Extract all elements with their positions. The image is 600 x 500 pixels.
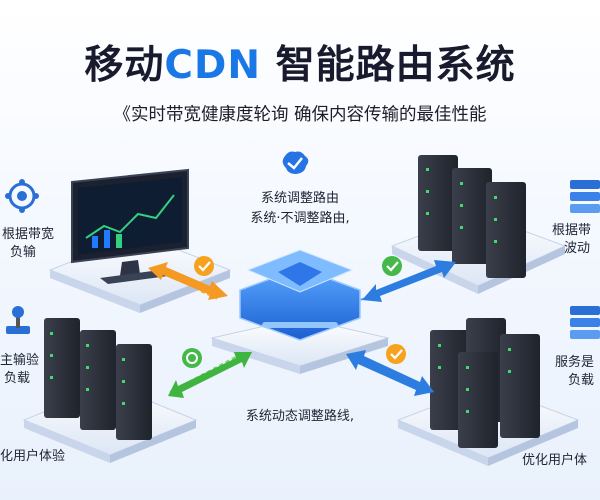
check-badge-right-bottom-icon bbox=[386, 344, 406, 364]
central-router-hub bbox=[210, 249, 390, 374]
green-double-arrow bbox=[168, 352, 252, 398]
refresh-badge-green-icon bbox=[182, 348, 202, 368]
joystick-icon bbox=[6, 306, 30, 334]
stack-layers-icon-top bbox=[570, 180, 600, 213]
left-label-load: 负载 bbox=[4, 371, 31, 386]
right-label-fluctuation: 波动 bbox=[564, 241, 591, 256]
orange-double-arrow bbox=[148, 262, 228, 300]
blue-double-arrow-bottom bbox=[346, 350, 434, 396]
network-hub-icon bbox=[5, 179, 39, 213]
server-cluster-bottom-left bbox=[22, 318, 198, 463]
check-badge-top-icon bbox=[282, 151, 309, 174]
server-cluster-bottom-right bbox=[396, 318, 580, 466]
check-badge-green-icon bbox=[382, 256, 402, 276]
right-label-user-exp: 优化用户体 bbox=[522, 453, 588, 468]
check-badge-orange-icon bbox=[194, 256, 214, 276]
stack-layers-icon-bottom bbox=[570, 306, 600, 339]
page-title: 移动CDN 智能路由系统 bbox=[0, 34, 600, 90]
left-label-verify: 主输验 bbox=[0, 353, 40, 368]
center-caption-adjust: 系统调整路由 bbox=[260, 191, 339, 206]
title-accent-cdn: CDN bbox=[164, 43, 262, 88]
title-part-2: 智能路由系统 bbox=[261, 43, 516, 88]
right-label-server: 服务是 bbox=[555, 355, 595, 370]
right-label-bandwidth: 根据带 bbox=[552, 223, 592, 238]
blue-double-arrow-top bbox=[362, 260, 456, 302]
monitor-node bbox=[48, 168, 232, 313]
right-label-load: 负载 bbox=[568, 373, 595, 388]
left-label-bandwidth: 根据带宽 bbox=[2, 227, 55, 242]
center-caption-dynamic: 系统动态调整路线, bbox=[245, 409, 355, 424]
page-subtitle: 《实时带宽健康度轮询 确保内容传输的最佳性能 bbox=[113, 105, 487, 125]
left-label-user-exp: 化用户体验 bbox=[0, 449, 66, 464]
left-label-bandwidth-2: 负输 bbox=[10, 245, 37, 260]
title-part-1: 移动 bbox=[84, 43, 165, 88]
center-caption-no-adjust: 系统·不调整路由, bbox=[250, 211, 350, 226]
